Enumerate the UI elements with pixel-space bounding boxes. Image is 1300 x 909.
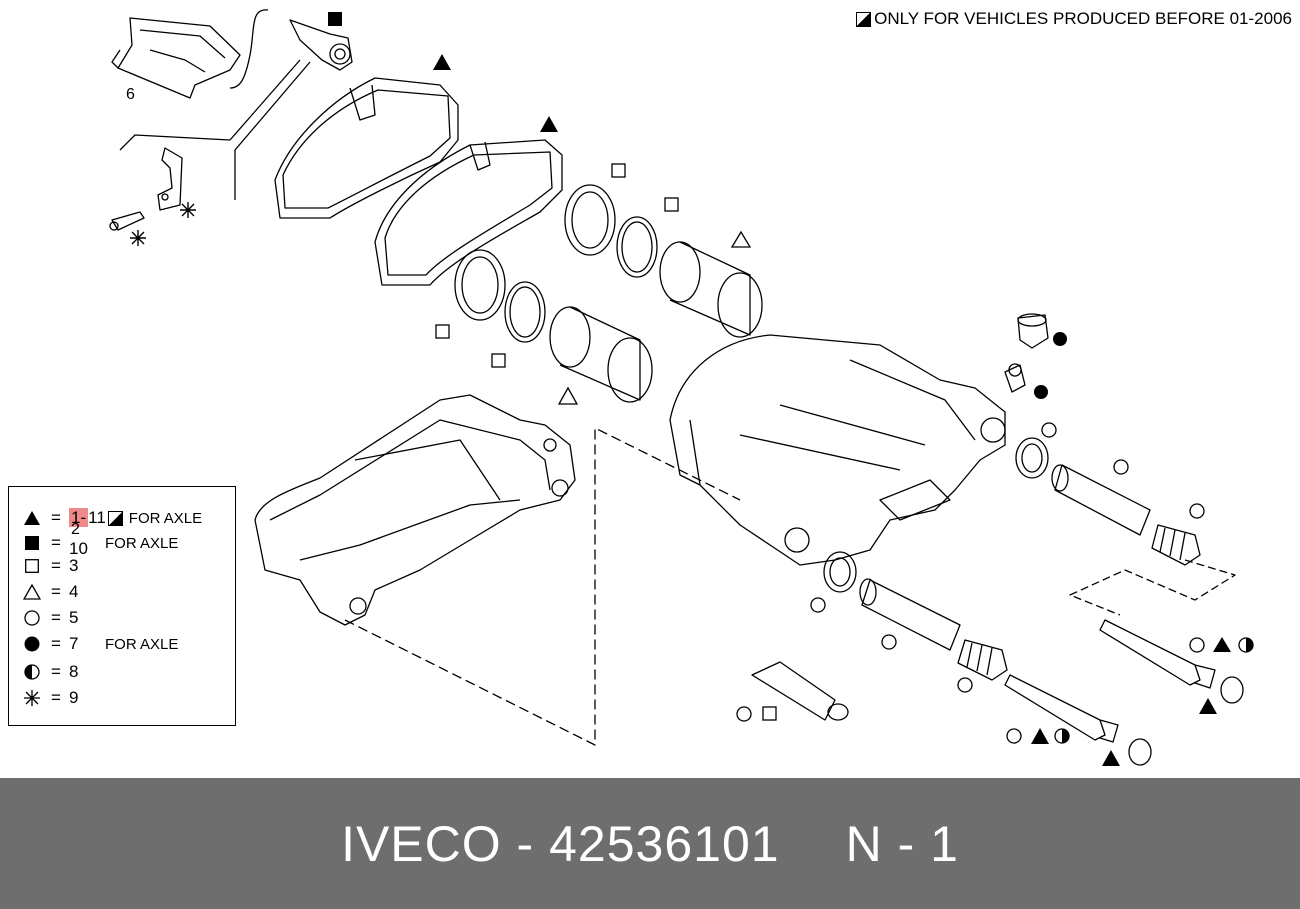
legend-row: = 8 [21,661,91,683]
vehicle-production-note: ONLY FOR VEHICLES PRODUCED BEFORE 01-200… [856,9,1292,29]
legend-value: 1- 2 11 [69,508,123,538]
legend-value-part: 1 [71,508,81,527]
footer-separator: - [501,815,550,872]
symbol-markers [130,12,1254,766]
legend-note: FOR AXLE [128,509,203,527]
legend-note: FOR AXLE [105,534,179,552]
piston-2 [549,306,653,403]
guide-bushing-upper [1015,437,1049,479]
legend-equals: = [51,508,61,527]
legend-row: = 1- 2 11 FOR AXLE [21,507,203,538]
legend-row: = 9 [21,687,91,709]
open-triangle-icon [21,584,43,600]
screw-part [109,211,145,231]
piston-ring-1 [616,216,658,278]
bleeder-cap [1017,313,1049,349]
callout-label: 6 [126,86,135,103]
legend-value: 3 [69,556,79,575]
legend-equals: = [51,634,61,653]
legend-value: 10 [69,539,88,558]
caliper-carrier [254,394,576,626]
legend-value: 7 [69,634,79,653]
spring-clip-part [111,17,241,99]
footer-brand: IVECO [341,815,502,872]
cap-lower [1128,738,1152,766]
half-square-icon [107,510,123,526]
open-square-icon [21,559,43,573]
filled-circle-icon [21,636,43,652]
legend-equals: = [51,582,61,601]
bolt-lower [1004,674,1119,743]
brake-pad-inner [374,139,563,286]
assembly-line [344,427,741,746]
piston-1 [659,241,763,338]
dust-boot-lower [957,639,1008,681]
legend-equals: = [51,662,61,681]
guide-bushing-lower [823,551,857,593]
caliper-housing [669,334,1006,566]
legend-value: 8 [69,662,79,681]
piston-seal-1 [564,184,616,256]
legend-equals: = [51,608,61,627]
guide-pin-upper [1051,464,1151,536]
symbol-legend: = 1- 2 11 FOR AXLE = 10 FOR AXLE = 3 = 4… [8,486,236,726]
grease-tube [751,661,849,721]
piston-seal-2 [454,249,506,321]
wear-sensor-part [119,9,353,200]
legend-value: 9 [69,688,79,707]
legend-row: = 5 [21,607,91,629]
bolt-upper [1099,619,1216,689]
bleeder-valve [1004,363,1026,393]
footer-part-number: 42536101 [549,815,780,872]
asterisk-icon [21,690,43,706]
legend-row: = 7 FOR AXLE [21,633,178,655]
brake-pad-outer [274,77,459,219]
piston-ring-2 [504,281,546,343]
legend-highlighted-value: 1- 2 [69,508,89,538]
legend-note: FOR AXLE [105,635,179,653]
half-square-icon [856,11,872,27]
legend-row: = 3 [21,555,91,577]
retaining-clip [157,147,183,211]
guide-pin-lower [859,578,961,651]
dust-boot-upper [1151,524,1201,566]
open-circle-icon [21,610,43,626]
half-circle-icon [21,664,43,680]
legend-value: 4 [69,582,79,601]
cap-upper [1220,676,1244,704]
footer-position: N - 1 [845,815,959,872]
exploded-parts-diagram: 6 [109,9,1254,766]
legend-sub-value: 2 [71,521,80,538]
assembly-line-right [1069,559,1236,616]
legend-value-part: 11 [88,508,106,527]
filled-triangle-icon [21,510,43,526]
legend-value-highlight: 1- [69,508,89,527]
legend-value-part: - [80,508,87,527]
legend-equals: = [51,556,61,575]
legend-row: = 4 [21,581,91,603]
legend-equals: = [51,688,61,707]
note-text: ONLY FOR VEHICLES PRODUCED BEFORE 01-200… [874,9,1292,28]
legend-equals: = [51,533,61,552]
part-number-footer: IVECO - 42536101 N - 1 [0,778,1300,909]
legend-value: 5 [69,608,79,627]
filled-square-icon [21,536,43,550]
legend-row: = 10 FOR AXLE [21,532,179,558]
